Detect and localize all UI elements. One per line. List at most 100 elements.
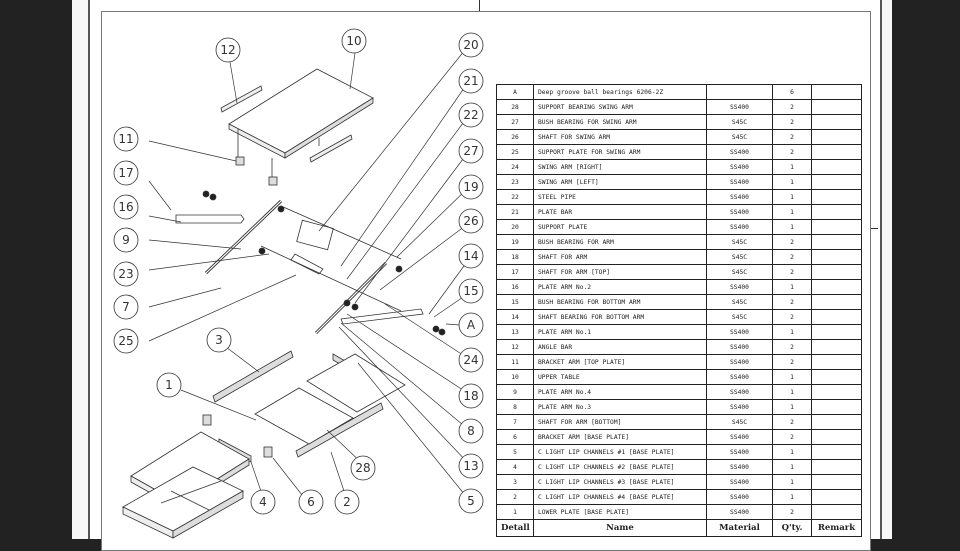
cell-detail: 2: [496, 489, 534, 505]
balloon-18: 18: [458, 383, 484, 409]
cell-qty: 1: [772, 324, 812, 340]
cell-name: SHAFT FOR ARM [TOP]: [533, 264, 707, 280]
cell-remark: [811, 159, 862, 175]
cell-detail: 16: [496, 279, 534, 295]
cell-material: SS400: [706, 384, 773, 400]
cell-name: BUSH BEARING FOR BOTTOM ARM: [533, 294, 707, 310]
svg-text:8: 8: [467, 424, 475, 438]
cell-material: SS400: [706, 489, 773, 505]
balloon-10: 10: [341, 28, 367, 54]
cell-name: SUPPORT PLATE: [533, 219, 707, 235]
svg-text:21: 21: [463, 74, 478, 88]
cell-detail: 19: [496, 234, 534, 250]
balloon-21: 21: [458, 68, 484, 94]
cell-name: SHAFT BEARING FOR BOTTOM ARM: [533, 309, 707, 325]
svg-text:2: 2: [343, 495, 351, 509]
cell-remark: [811, 264, 862, 280]
cell-detail: 20: [496, 219, 534, 235]
cell-name: STEEL PIPE: [533, 189, 707, 205]
cell-name: SUPPORT PLATE FOR SWING ARM: [533, 144, 707, 160]
cell-qty: 2: [772, 129, 812, 145]
cell-remark: [811, 174, 862, 190]
cell-remark: [811, 249, 862, 265]
cell-qty: 2: [772, 99, 812, 115]
cell-qty: 6: [772, 84, 812, 100]
cell-name: C LIGHT LIP CHANNELS #1 [BASE PLATE]: [533, 444, 707, 460]
cell-name: PLATE ARM No.2: [533, 279, 707, 295]
balloon-13: 13: [458, 453, 484, 479]
svg-text:3: 3: [215, 333, 223, 347]
cell-material: SS400: [706, 369, 773, 385]
svg-text:18: 18: [463, 389, 478, 403]
cell-detail: 3: [496, 474, 534, 490]
cell-qty: 2: [772, 309, 812, 325]
cell-detail: 22: [496, 189, 534, 205]
cell-remark: [811, 204, 862, 220]
balloon-27: 27: [458, 138, 484, 164]
cell-remark: [811, 489, 862, 505]
cell-remark: [811, 429, 862, 445]
balloon-8: 8: [458, 418, 484, 444]
cell-detail: 7: [496, 414, 534, 430]
cell-detail: 1: [496, 504, 534, 520]
balloon-14: 14: [458, 243, 484, 269]
cell-name: SUPPORT BEARING SWING ARM: [533, 99, 707, 115]
lower-plate-part: [254, 387, 354, 445]
upper-table-part: [228, 68, 374, 159]
cell-detail: 8: [496, 399, 534, 415]
cell-qty: 1: [772, 279, 812, 295]
cell-detail: 28: [496, 99, 534, 115]
cell-detail: 6: [496, 429, 534, 445]
svg-text:24: 24: [463, 353, 478, 367]
bracket-part: [235, 156, 245, 166]
cell-remark: [811, 354, 862, 370]
cell-qty: 1: [772, 399, 812, 415]
svg-text:5: 5: [467, 494, 475, 508]
svg-text:1: 1: [165, 378, 173, 392]
cell-remark: [811, 474, 862, 490]
cell-name: Deep groove ball bearings 6206-2Z: [533, 84, 707, 100]
balloon-2: 2: [334, 489, 360, 515]
cell-name: C LIGHT LIP CHANNELS #2 [BASE PLATE]: [533, 459, 707, 475]
cell-material: SS400: [706, 444, 773, 460]
cell-name: SHAFT FOR ARM [BOTTOM]: [533, 414, 707, 430]
cell-detail: 21: [496, 204, 534, 220]
cell-detail: 17: [496, 264, 534, 280]
svg-text:26: 26: [463, 214, 478, 228]
cell-qty: 2: [772, 414, 812, 430]
cell-detail: 9: [496, 384, 534, 400]
scissor-arms: [175, 199, 424, 335]
svg-text:16: 16: [118, 200, 133, 214]
exploded-assembly-drawing: 12 10 20 21 22 27 19 26 14 15 A 24 18 8 …: [113, 28, 484, 539]
cell-remark: [811, 129, 862, 145]
cell-name: BRACKET ARM [TOP PLATE]: [533, 354, 707, 370]
cell-detail: A: [496, 84, 534, 100]
cell-name: BUSH BEARING FOR ARM: [533, 234, 707, 250]
svg-text:11: 11: [118, 132, 133, 146]
svg-text:9: 9: [122, 233, 130, 247]
balloon-5: 5: [458, 488, 484, 514]
cell-remark: [811, 279, 862, 295]
cell-detail: 24: [496, 159, 534, 175]
cell-remark: [811, 219, 862, 235]
cell-name: SWING ARM [LEFT]: [533, 174, 707, 190]
cell-material: SS400: [706, 99, 773, 115]
cell-material: S45C: [706, 249, 773, 265]
cell-remark: [811, 504, 862, 520]
cell-remark: [811, 324, 862, 340]
cell-qty: 2: [772, 294, 812, 310]
cell-detail: 23: [496, 174, 534, 190]
svg-text:4: 4: [259, 495, 267, 509]
cell-detail: 27: [496, 114, 534, 130]
cell-name: PLATE BAR: [533, 204, 707, 220]
balloon-9: 9: [113, 227, 139, 253]
cell-name: BRACKET ARM [BASE PLATE]: [533, 429, 707, 445]
cell-detail: 12: [496, 339, 534, 355]
cell-material: SS400: [706, 474, 773, 490]
cell-name: SHAFT FOR ARM: [533, 249, 707, 265]
